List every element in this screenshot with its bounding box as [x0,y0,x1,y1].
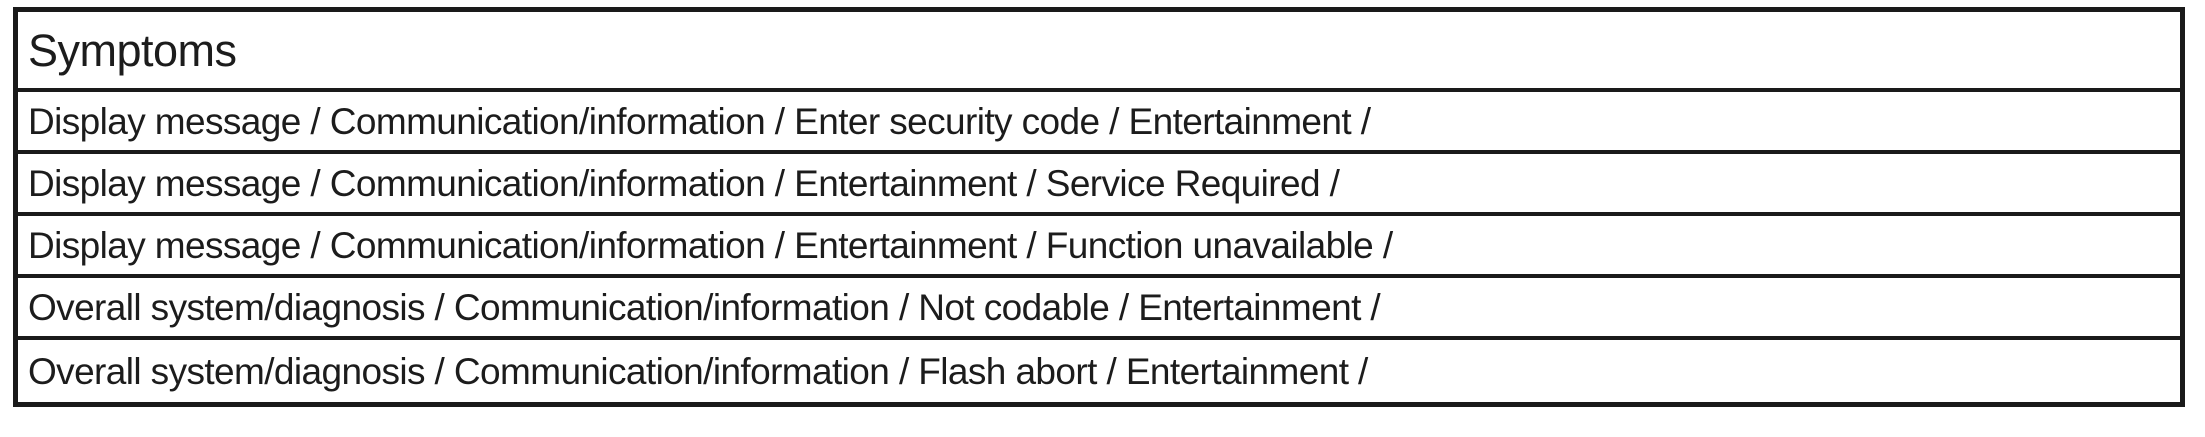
table-row: Overall system/diagnosis / Communication… [18,278,2180,340]
table-row: Overall system/diagnosis / Communication… [28,350,1368,392]
table-row: Display message / Communication/informat… [18,92,2180,154]
table-row: Display message / Communication/informat… [18,154,2180,216]
table-row: Display message / Communication/informat… [18,216,2180,278]
table-header-symptoms: Symptoms [18,12,2180,92]
symptoms-table: Symptoms Display message / Communication… [13,7,2185,407]
